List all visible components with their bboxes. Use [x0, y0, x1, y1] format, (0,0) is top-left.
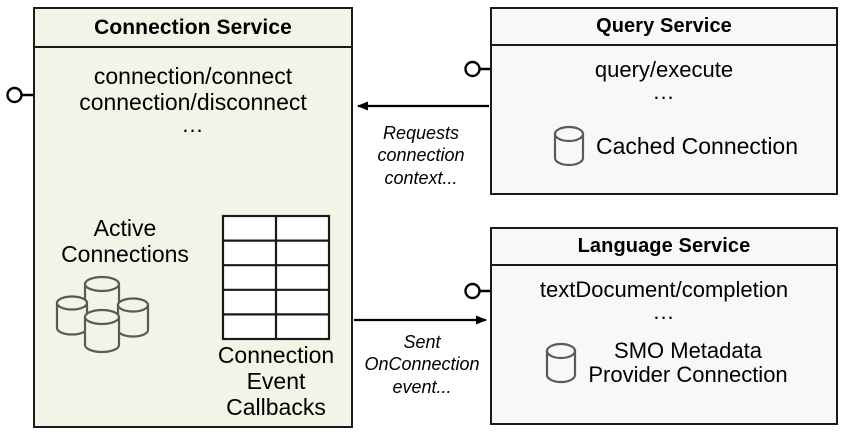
requests-label-line3: context... [384, 167, 458, 188]
component-connection-service[interactable]: Connection Service connection/connect co… [33, 7, 353, 428]
edge-label-sent-onconnection-event: Sent OnConnection event... [352, 331, 492, 398]
sent-label-line2: OnConnection [364, 354, 480, 375]
connection-service-body: connection/connect connection/disconnect… [35, 48, 351, 426]
query-service-title: Query Service [492, 9, 836, 46]
cached-connection-label: Cached Connection [595, 132, 799, 159]
endpoint-connection-disconnect: connection/disconnect [79, 88, 307, 115]
connection-service-endpoints: connection/connect connection/disconnect… [35, 63, 351, 137]
language-service-endpoints-ellipsis: ... [653, 298, 675, 324]
component-query-service[interactable]: Query Service query/execute ... Cached C… [490, 7, 838, 195]
smo-label-line1: SMO Metadata [614, 338, 762, 363]
endpoint-textdocument-completion: textDocument/completion [539, 277, 789, 302]
component-language-service[interactable]: Language Service textDocument/completion… [490, 227, 838, 425]
connection-service-endpoints-ellipsis: ... [182, 111, 204, 137]
query-service-body: query/execute ... Cached Connection [492, 46, 836, 193]
cylinder-left [55, 294, 89, 336]
artifact-connection-event-callbacks: Connection Event Callbacks [200, 214, 352, 420]
endpoint-connection-connect: connection/connect [93, 63, 293, 89]
sent-label-line1: Sent [403, 332, 441, 352]
database-cluster-icon [55, 275, 150, 353]
endpoint-query-execute: query/execute [594, 57, 734, 82]
database-cylinder-icon [546, 343, 577, 384]
cylinder-right [116, 296, 150, 338]
smo-label-line2: Provider Connection [588, 362, 788, 388]
sent-label-line3: event... [392, 376, 452, 397]
table-grid-icon [221, 214, 331, 341]
language-service-title: Language Service [492, 229, 836, 266]
artifact-active-connections: Active Connections [41, 215, 209, 356]
edge-label-requests-connection-context: Requests connection context... [355, 122, 487, 189]
artifact-cached-connection: Cached Connection [530, 123, 820, 169]
callbacks-label-line3: Callbacks [226, 393, 326, 420]
smo-metadata-provider-label: SMO Metadata Provider Connection [588, 338, 788, 388]
language-service-body: textDocument/completion ... SMO Metadata… [492, 266, 836, 423]
query-service-endpoints: query/execute ... [492, 57, 836, 104]
active-connections-label-line1: Active [93, 215, 157, 241]
database-cylinder-icon [553, 125, 585, 167]
language-service-endpoints: textDocument/completion ... [492, 277, 836, 324]
requests-label-line1: Requests [382, 123, 460, 143]
active-connections-label-line2: Connections [61, 240, 189, 267]
requests-label-line2: connection [377, 145, 465, 166]
connection-event-callbacks-label: Connection Event Callbacks [200, 342, 352, 420]
query-service-endpoints-ellipsis: ... [653, 78, 675, 104]
artifact-smo-metadata-provider: SMO Metadata Provider Connection [516, 338, 816, 388]
cylinder-front [83, 308, 121, 353]
active-connections-label: Active Connections [41, 215, 209, 268]
callbacks-label-line2: Event [246, 367, 306, 394]
callbacks-label-line1: Connection [217, 342, 335, 368]
connection-service-title: Connection Service [35, 9, 351, 48]
